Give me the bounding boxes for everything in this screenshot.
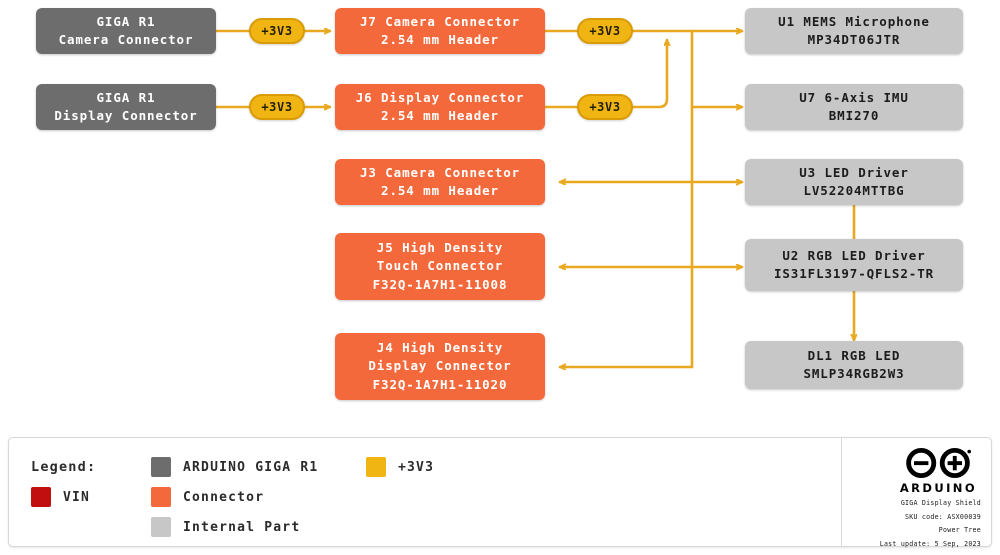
legend-row-3: Internal Part bbox=[31, 512, 841, 542]
legend-item-arduino-giga-r1: ARDUINO GIGA R1 bbox=[151, 457, 366, 477]
legend-panel: Legend: ARDUINO GIGA R1 +3V3 VIN bbox=[8, 437, 992, 548]
node-line-3: F32Q-1A7H1-11008 bbox=[372, 276, 508, 292]
node-line-1: U7 6-Axis IMU bbox=[799, 89, 909, 105]
legend-label-connector: Connector bbox=[183, 489, 265, 505]
rail-badge-3v3-camera-out[interactable]: +3V3 bbox=[577, 18, 633, 44]
node-line-2: Display Connector bbox=[368, 358, 512, 374]
node-line-2: Touch Connector bbox=[376, 258, 504, 274]
rail-badge-3v3-display-out[interactable]: +3V3 bbox=[577, 94, 633, 120]
legend-swatch-connector bbox=[151, 487, 171, 507]
legend-swatch-internal-part bbox=[151, 517, 171, 537]
arduino-wordmark: ARDUINO bbox=[899, 481, 977, 495]
legend-entries: Legend: ARDUINO GIGA R1 +3V3 VIN bbox=[9, 438, 841, 546]
arduino-logo: ARDUINO bbox=[900, 446, 977, 495]
node-line-1: J6 Display Connector bbox=[355, 89, 525, 105]
node-line-1: J5 High Density bbox=[376, 240, 504, 256]
node-line-1: GIGA R1 bbox=[96, 13, 156, 29]
node-line-1: GIGA R1 bbox=[96, 89, 156, 105]
arduino-infinity-icon bbox=[906, 448, 972, 478]
branding-panel: ARDUINO GIGA Display Shield SKU code: AS… bbox=[841, 438, 991, 548]
legend-item-vin: VIN bbox=[31, 487, 151, 507]
legend-item-plus-3v3: +3V3 bbox=[366, 457, 546, 477]
node-line-2: 2.54 mm Header bbox=[381, 108, 499, 123]
node-line-2: LV52204MTTBG bbox=[803, 183, 905, 198]
node-j5-high-density-touch-connector[interactable]: J5 High Density Touch Connector F32Q-1A7… bbox=[335, 233, 545, 300]
node-line-2: IS31FL3197-QFLS2-TR bbox=[773, 266, 935, 281]
node-line-3: F32Q-1A7H1-11020 bbox=[372, 376, 508, 392]
node-giga-r1-camera-connector[interactable]: GIGA R1 Camera Connector bbox=[36, 8, 216, 54]
node-line-2: 2.54 mm Header bbox=[381, 183, 499, 198]
node-u3-led-driver[interactable]: U3 LED Driver LV52204MTTBG bbox=[745, 159, 963, 205]
node-line-2: Display Connector bbox=[54, 108, 198, 123]
node-line-1: U2 RGB LED Driver bbox=[782, 247, 926, 263]
legend-title-cell: Legend: bbox=[31, 459, 151, 475]
legend-label-plus-3v3: +3V3 bbox=[398, 459, 435, 475]
node-u2-rgb-led-driver[interactable]: U2 RGB LED Driver IS31FL3197-QFLS2-TR bbox=[745, 239, 963, 291]
node-line-2: BMI270 bbox=[828, 108, 880, 123]
legend-label-vin: VIN bbox=[63, 489, 91, 505]
node-line-1: J7 Camera Connector bbox=[359, 13, 521, 29]
node-line-1: U3 LED Driver bbox=[799, 164, 909, 180]
caption-sku: SKU code: ASX00039 bbox=[905, 512, 981, 521]
node-j4-high-density-display-connector[interactable]: J4 High Density Display Connector F32Q-1… bbox=[335, 333, 545, 400]
node-u7-6-axis-imu[interactable]: U7 6-Axis IMU BMI270 bbox=[745, 84, 963, 130]
wire-rail-display-up-to-bus bbox=[631, 38, 667, 109]
node-line-2: 2.54 mm Header bbox=[381, 32, 499, 47]
legend-item-connector: Connector bbox=[151, 487, 366, 507]
caption-last-update: Last update: 5 Sep, 2023 bbox=[879, 540, 981, 549]
node-line-2: SMLP34RGB2W3 bbox=[803, 366, 905, 381]
node-line-2: Camera Connector bbox=[58, 32, 194, 47]
node-giga-r1-display-connector[interactable]: GIGA R1 Display Connector bbox=[36, 84, 216, 130]
legend-label-internal-part: Internal Part bbox=[183, 519, 301, 535]
caption-product: GIGA Display Shield bbox=[900, 499, 981, 507]
node-line-2: MP34DT06JTR bbox=[807, 32, 901, 47]
legend-row-1: Legend: ARDUINO GIGA R1 +3V3 bbox=[31, 452, 841, 482]
node-j3-camera-connector[interactable]: J3 Camera Connector 2.54 mm Header bbox=[335, 159, 545, 205]
legend-swatch-plus-3v3 bbox=[366, 457, 386, 477]
legend-swatch-vin bbox=[31, 487, 51, 507]
legend-title: Legend: bbox=[31, 459, 97, 475]
node-j7-camera-connector[interactable]: J7 Camera Connector 2.54 mm Header bbox=[335, 8, 545, 54]
caption-doc-type: Power Tree bbox=[938, 526, 981, 535]
node-j6-display-connector[interactable]: J6 Display Connector 2.54 mm Header bbox=[335, 84, 545, 130]
node-line-1: DL1 RGB LED bbox=[807, 347, 901, 363]
node-line-1: J3 Camera Connector bbox=[359, 164, 521, 180]
rail-badge-3v3-display-in[interactable]: +3V3 bbox=[249, 94, 305, 120]
rail-badge-3v3-camera-in[interactable]: +3V3 bbox=[249, 18, 305, 44]
legend-swatch-arduino-giga-r1 bbox=[151, 457, 171, 477]
node-u1-mems-microphone[interactable]: U1 MEMS Microphone MP34DT06JTR bbox=[745, 8, 963, 54]
legend-row-2: VIN Connector bbox=[31, 482, 841, 512]
legend-item-internal-part: Internal Part bbox=[151, 517, 366, 537]
node-line-1: U1 MEMS Microphone bbox=[778, 13, 930, 29]
legend-label-arduino-giga-r1: ARDUINO GIGA R1 bbox=[183, 459, 319, 475]
node-dl1-rgb-led[interactable]: DL1 RGB LED SMLP34RGB2W3 bbox=[745, 341, 963, 389]
node-line-1: J4 High Density bbox=[376, 340, 504, 356]
